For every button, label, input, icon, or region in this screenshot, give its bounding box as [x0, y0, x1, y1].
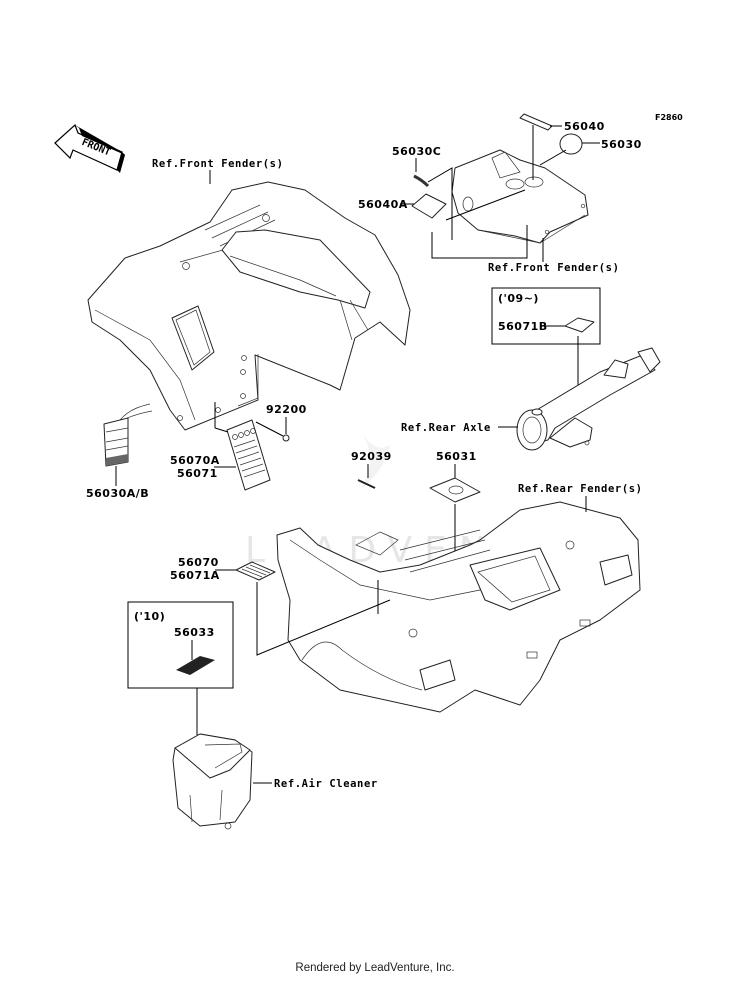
box-10-label: ('10): [134, 610, 165, 623]
part-56070A: 56070A: [170, 454, 220, 467]
air-cleaner-drawing: [172, 733, 253, 830]
leader-line: [427, 167, 453, 240]
part-56033: 56033: [174, 626, 215, 639]
ref-front-fender-left: Ref.Front Fender(s): [152, 158, 284, 170]
part-92039: 92039: [351, 450, 392, 463]
warning-symbols-icon: [232, 428, 266, 478]
part-56071: 56071: [177, 467, 218, 480]
decal-56070A-56071: [226, 419, 271, 491]
part-92200: 92200: [266, 403, 307, 416]
leader-line: [445, 189, 526, 221]
part-56030: 56030: [601, 138, 642, 151]
part-56030AB: 56030A/B: [86, 487, 149, 500]
part-56040: 56040: [564, 120, 605, 133]
ref-front-fender-right: Ref.Front Fender(s): [488, 262, 620, 274]
part-56040A: 56040A: [358, 198, 408, 211]
decal-56071B: [564, 317, 595, 333]
hang-tag-56030AB: [103, 403, 153, 467]
ref-rear-axle: Ref.Rear Axle: [401, 422, 491, 434]
leader-line: [214, 427, 229, 433]
leader-line: [431, 225, 528, 259]
ref-rear-fender: Ref.Rear Fender(s): [518, 483, 643, 495]
box-09-label: ('09~): [498, 292, 539, 305]
leader-line: [256, 582, 391, 656]
part-56030C: 56030C: [392, 145, 441, 158]
figure-code: F2860: [655, 113, 683, 122]
clip-92200: [282, 434, 290, 442]
part-56071A: 56071A: [170, 569, 220, 582]
decal-56031: [429, 477, 481, 503]
front-arrow-icon: FRONT: [54, 123, 125, 173]
footer-credit: Rendered by LeadVenture, Inc.: [295, 962, 455, 974]
part-56031: 56031: [436, 450, 477, 463]
part-56070: 56070: [178, 556, 219, 569]
decal-56030C: [413, 174, 430, 188]
decal-56040A: [411, 193, 447, 219]
decal-56040: [519, 113, 553, 131]
ref-air-cleaner: Ref.Air Cleaner: [274, 778, 378, 790]
part-56071B: 56071B: [498, 320, 548, 333]
leader-line: [255, 421, 284, 437]
front-fender-small-drawing: [451, 149, 589, 244]
box-2010: [127, 601, 234, 689]
box-2009-on: [491, 287, 601, 345]
rear-axle-drawing: [516, 347, 661, 451]
leader-line: [539, 149, 567, 166]
decal-56033: [176, 656, 215, 675]
rivet-92039: [357, 479, 376, 489]
front-fender-drawing: [87, 181, 411, 431]
decal-56030: [559, 133, 583, 155]
rear-fender-drawing: [276, 501, 641, 713]
